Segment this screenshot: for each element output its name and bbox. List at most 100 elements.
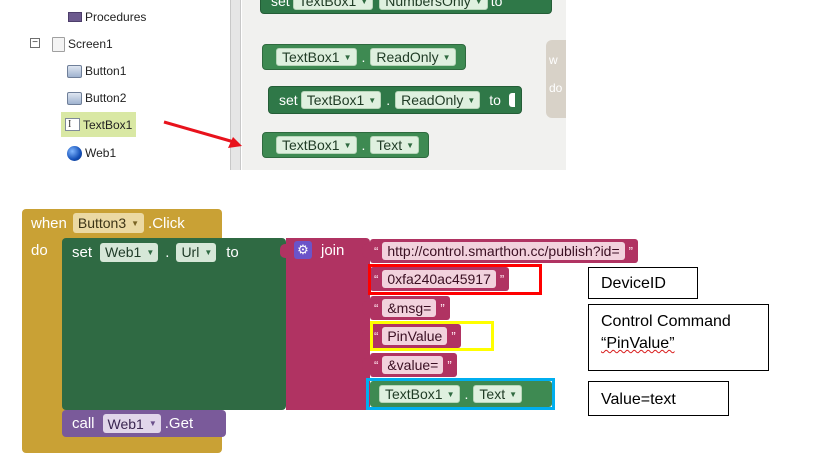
setter-header: set Web1▼ . Url▼ to: [72, 242, 239, 262]
text-string-block[interactable]: “ PinValue ”: [370, 324, 461, 348]
text-string-block[interactable]: “ 0xfa240ac45917 ”: [370, 267, 510, 291]
set-keyword: set: [72, 243, 93, 261]
call-block-web1-get[interactable]: call Web1▼ .Get: [62, 410, 226, 437]
dropdown-arrow-icon: ▼: [368, 95, 377, 105]
dropdown-arrow-icon: ▼: [509, 389, 518, 399]
components-tree: Procedures − Screen1 Button1 Button2 I T…: [12, 0, 231, 170]
screen-icon: [52, 36, 65, 52]
dropdown-arrow-icon: ▼: [474, 0, 483, 6]
component-dropdown[interactable]: TextBox1▼: [300, 91, 382, 109]
component-dropdown[interactable]: TextBox1▼: [276, 136, 357, 154]
designer-screenshot: Procedures − Screen1 Button1 Button2 I T…: [12, 0, 566, 170]
text-string-block[interactable]: “ &value= ”: [370, 353, 457, 377]
dropdown-arrow-icon: ▼: [442, 52, 451, 62]
button-icon: [67, 91, 82, 105]
property-dropdown[interactable]: ReadOnly▼: [370, 48, 456, 66]
property-dropdown[interactable]: Url▼: [176, 242, 217, 262]
callout-value-text: Value=text: [588, 381, 729, 416]
dropdown-arrow-icon: ▼: [406, 140, 415, 150]
method-name: .Get: [164, 415, 194, 432]
text-string-block[interactable]: “ http://control.smarthon.cc/publish?id=…: [370, 239, 638, 263]
tree-item-label: Button1: [85, 64, 127, 78]
tree-item-procedures[interactable]: Procedures: [68, 6, 146, 28]
dropdown-arrow-icon: ▼: [148, 419, 157, 428]
event-name: .Click: [148, 214, 185, 232]
do-keyword: do: [31, 242, 48, 259]
dropdown-arrow-icon: ▼: [131, 218, 140, 228]
button-icon: [67, 64, 82, 78]
socket-connector: [362, 273, 372, 287]
when-keyword: when: [31, 214, 67, 232]
tree-item-label: TextBox1: [83, 117, 133, 132]
event-header: when Button3▼ .Click: [22, 209, 185, 237]
getter-block-readonly[interactable]: TextBox1▼ . ReadOnly▼: [262, 44, 466, 70]
textbox-text-highlight: [366, 378, 555, 410]
socket-connector: [362, 244, 372, 258]
set-keyword: set: [279, 92, 298, 108]
dropdown-arrow-icon: ▼: [204, 247, 213, 257]
collapse-icon[interactable]: −: [30, 38, 40, 48]
procedures-icon: [68, 12, 82, 22]
tree-item-screen1[interactable]: Screen1: [52, 33, 113, 55]
dropdown-arrow-icon: ▼: [360, 0, 369, 6]
property-dropdown[interactable]: NumbersOnly▼: [379, 0, 488, 10]
getter-block-textbox1-text[interactable]: TextBox1▼ . Text▼: [370, 381, 552, 407]
panel-divider[interactable]: [231, 0, 241, 170]
dropdown-arrow-icon: ▼: [343, 52, 352, 62]
web-globe-icon: [67, 145, 82, 161]
setter-block-readonly[interactable]: set TextBox1▼ . ReadOnly▼ to: [268, 86, 522, 114]
device-id-highlight: [368, 264, 542, 295]
join-header: ⚙ join: [294, 241, 344, 259]
tree-item-button2[interactable]: Button2: [67, 87, 126, 109]
component-dropdown[interactable]: TextBox1▼: [379, 385, 460, 403]
to-keyword: to: [226, 243, 239, 261]
component-dropdown[interactable]: Web1▼: [102, 414, 161, 433]
dropdown-arrow-icon: ▼: [467, 95, 476, 105]
callout-device-id: DeviceID: [588, 267, 698, 299]
property-dropdown[interactable]: Text▼: [370, 136, 420, 154]
tree-item-label: Web1: [85, 146, 117, 160]
set-keyword: set: [271, 0, 290, 9]
tree-item-label: Button2: [85, 91, 127, 105]
dropdown-arrow-icon: ▼: [343, 140, 352, 150]
setter-block-numbersonly[interactable]: set TextBox1▼ NumbersOnly▼ to: [260, 0, 552, 14]
getter-block-text[interactable]: TextBox1▼ . Text▼: [262, 132, 430, 158]
property-dropdown[interactable]: ReadOnly▼: [395, 91, 481, 109]
component-dropdown[interactable]: TextBox1▼: [292, 0, 374, 10]
to-keyword: to: [490, 0, 503, 9]
to-keyword: to: [489, 92, 501, 108]
call-keyword: call: [72, 415, 95, 432]
property-dropdown[interactable]: Text▼: [473, 385, 523, 403]
gear-icon[interactable]: ⚙: [294, 241, 312, 259]
socket-connector: [280, 244, 290, 258]
component-dropdown[interactable]: Web1▼: [100, 242, 159, 262]
dropdown-arrow-icon: ▼: [446, 389, 455, 399]
dropdown-arrow-icon: ▼: [146, 247, 155, 257]
tree-item-button1[interactable]: Button1: [67, 60, 126, 82]
tree-item-label: Screen1: [68, 37, 113, 51]
partial-side-block[interactable]: w do: [546, 40, 566, 118]
tree-item-textbox1[interactable]: I TextBox1: [61, 112, 137, 137]
text-string-value[interactable]: http://control.smarthon.cc/publish?id=: [382, 242, 625, 260]
pinvalue-highlight: [370, 321, 494, 351]
input-socket: [508, 93, 515, 107]
callout-control-command: Control Command “PinValue”: [588, 304, 769, 371]
socket-connector: [362, 358, 372, 372]
component-dropdown[interactable]: Button3▼: [72, 213, 145, 233]
socket-connector: [362, 330, 372, 344]
text-string-value[interactable]: PinValue: [382, 327, 448, 345]
tree-item-label: Procedures: [85, 10, 147, 24]
blocks-workspace[interactable]: set TextBox1▼ NumbersOnly▼ to TextBox1▼ …: [242, 0, 566, 170]
socket-connector: [362, 301, 372, 315]
setter-block-web1-url[interactable]: set Web1▼ . Url▼ to: [62, 238, 286, 410]
text-string-value[interactable]: &msg=: [382, 299, 437, 317]
textbox-icon: I: [65, 118, 80, 131]
tree-item-web1[interactable]: Web1: [67, 142, 116, 164]
join-block[interactable]: ⚙ join: [286, 238, 370, 410]
text-string-value[interactable]: &value=: [382, 356, 444, 374]
text-string-block[interactable]: “ &msg= ”: [370, 296, 450, 320]
red-arrow-icon: [163, 120, 242, 148]
text-string-value[interactable]: 0xfa240ac45917: [382, 270, 496, 288]
component-dropdown[interactable]: TextBox1▼: [276, 48, 357, 66]
join-keyword: join: [321, 241, 345, 259]
